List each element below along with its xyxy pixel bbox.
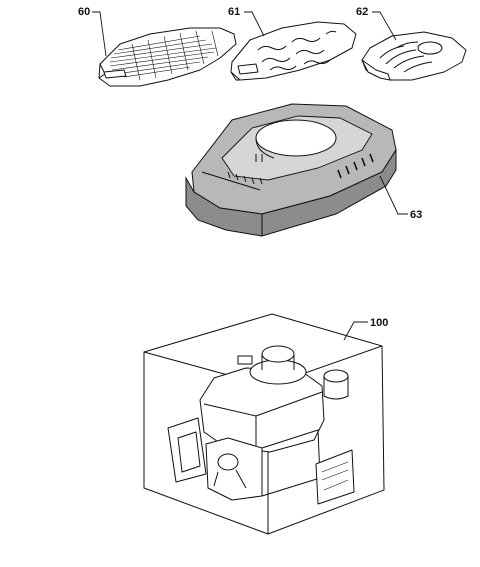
callout-60: 60 (78, 6, 107, 57)
part-61-perforated-cover[interactable] (230, 21, 357, 81)
callout-100-label: 100 (370, 317, 388, 329)
callout-100: 100 (343, 317, 388, 341)
part-61-slots (257, 30, 337, 71)
part-62-filter-cap[interactable] (361, 31, 467, 81)
callout-62: 62 (356, 6, 397, 41)
callout-63-label: 63 (410, 209, 422, 221)
callout-61-label: 61 (228, 6, 240, 18)
part-100-engine (167, 345, 355, 505)
callout-62-label: 62 (356, 6, 368, 18)
callout-61: 61 (228, 6, 265, 37)
part-100-engine-box[interactable] (143, 313, 385, 535)
part-63-engine-cover[interactable] (185, 103, 397, 237)
part-62-grille (379, 41, 443, 73)
part-63-vent-slots (337, 153, 374, 179)
part-60-ribs (109, 30, 219, 81)
part-60-ribbed-cover[interactable] (98, 27, 237, 87)
part-63-arrow-marks (227, 154, 263, 185)
callout-63: 63 (379, 175, 422, 221)
callout-60-label: 60 (78, 6, 90, 18)
